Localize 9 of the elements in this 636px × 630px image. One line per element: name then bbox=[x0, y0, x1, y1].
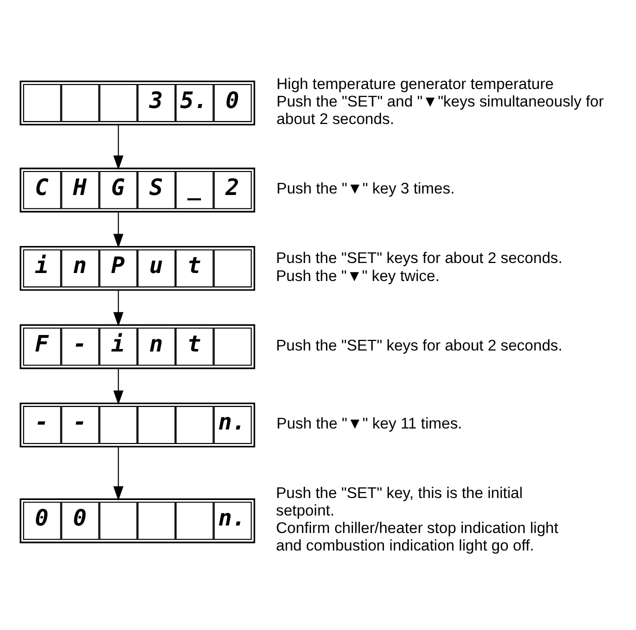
node-label: Push the "SET" keys for about 2 seconds. bbox=[276, 250, 562, 268]
node-label: Push the "▼" key twice. bbox=[276, 268, 440, 285]
node-label: Confirm chiller/heater stop indication light and combustion indication light go off. bbox=[276, 520, 558, 555]
node-label: Push the "SET" keys for about 2 seconds. bbox=[276, 337, 562, 354]
node-label: High temperature generator temperature bbox=[276, 76, 554, 94]
node-label: Push the "▼" key 11 times. bbox=[276, 416, 462, 433]
node-label: Push the "SET" key, this is the initial setpoint. bbox=[276, 485, 523, 520]
node-label: Push the "▼" key 3 times. bbox=[276, 180, 455, 198]
node-label: Push the "SET" and "▼"keys simultaneously for about 2 seconds. bbox=[276, 94, 604, 128]
